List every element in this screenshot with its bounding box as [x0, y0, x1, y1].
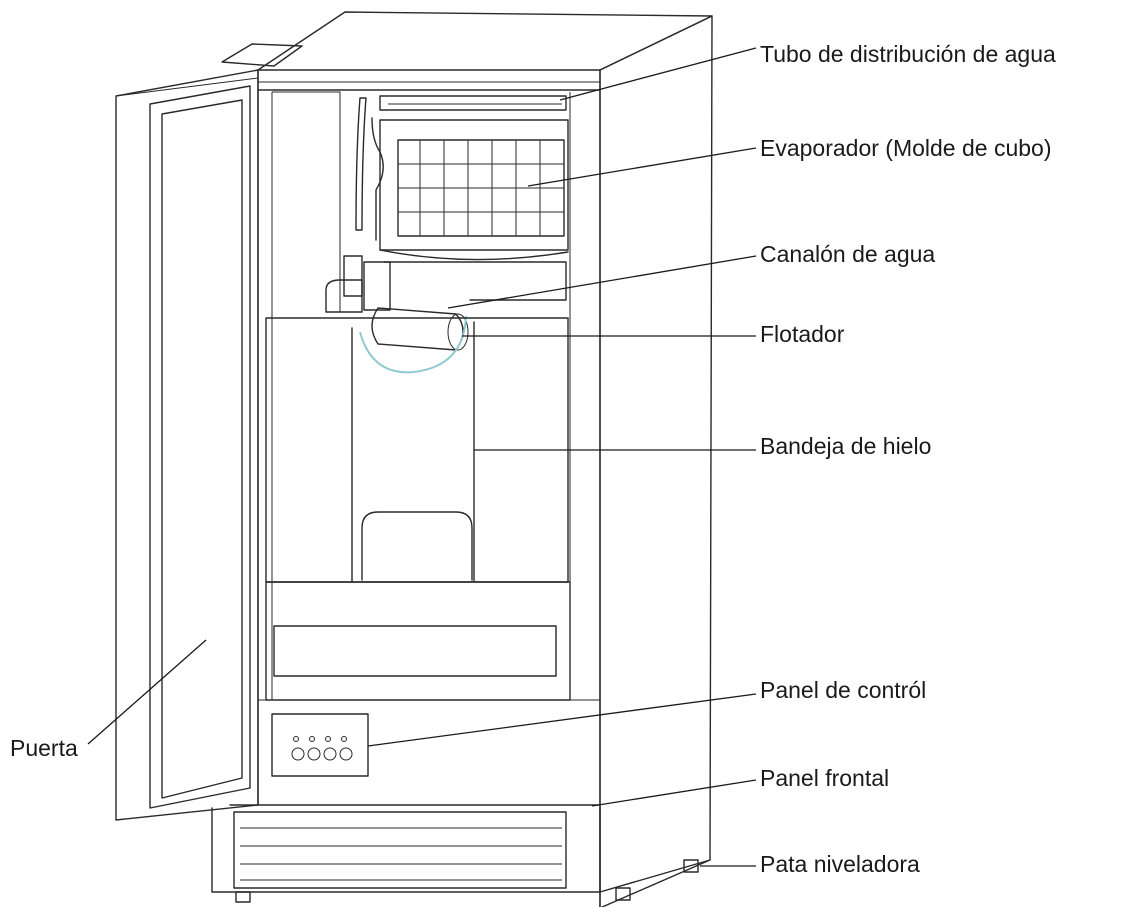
label-panel-frontal: Panel frontal [760, 765, 889, 791]
float-body [371, 307, 464, 351]
door [115, 69, 259, 821]
leader-canalon [447, 255, 757, 309]
leader-evaporador [527, 147, 757, 187]
water-distribution-tube [355, 95, 567, 241]
label-flotador: Flotador [760, 321, 845, 347]
float-highlight [359, 315, 467, 374]
label-panel-control: Panel de contról [760, 677, 926, 703]
lower-front [229, 581, 601, 806]
water-trough [325, 255, 567, 313]
bin-scoop-opening [361, 511, 473, 581]
label-canalon: Canalón de agua [760, 241, 935, 267]
evaporator [379, 119, 569, 261]
lower-compartment [265, 581, 571, 701]
label-puerta: Puerta [10, 735, 78, 761]
door-outer [115, 69, 259, 821]
label-evaporador: Evaporador (Molde de cubo) [760, 135, 1052, 161]
label-bandeja: Bandeja de hielo [760, 433, 931, 459]
leader-panel-control [367, 693, 757, 747]
inner-left-wall [271, 91, 341, 700]
leader-lines [87, 47, 757, 867]
label-tubo: Tubo de distribución de agua [760, 41, 1056, 67]
labels: Tubo de distribución de agua Evaporador … [10, 41, 1056, 877]
label-pata: Pata niveladora [760, 851, 920, 877]
door-frame [149, 85, 251, 809]
evaporator-housing [379, 119, 569, 251]
inner-walls [271, 91, 571, 700]
control-panel [271, 713, 369, 777]
leveling-feet [235, 859, 699, 903]
control-buttons [291, 736, 353, 761]
grille [233, 811, 567, 889]
float [359, 307, 469, 374]
door-glass [161, 99, 243, 799]
front-window [273, 625, 557, 677]
leader-puerta [87, 639, 207, 745]
leader-tubo [559, 47, 757, 101]
cabinet-right-side [599, 15, 713, 907]
cabinet-front-frame [257, 69, 601, 907]
kick-plate [211, 807, 711, 893]
hinge-top [221, 43, 303, 67]
cabinet [221, 11, 713, 907]
cabinet-top [257, 11, 713, 71]
leader-panel-frontal [591, 779, 757, 807]
